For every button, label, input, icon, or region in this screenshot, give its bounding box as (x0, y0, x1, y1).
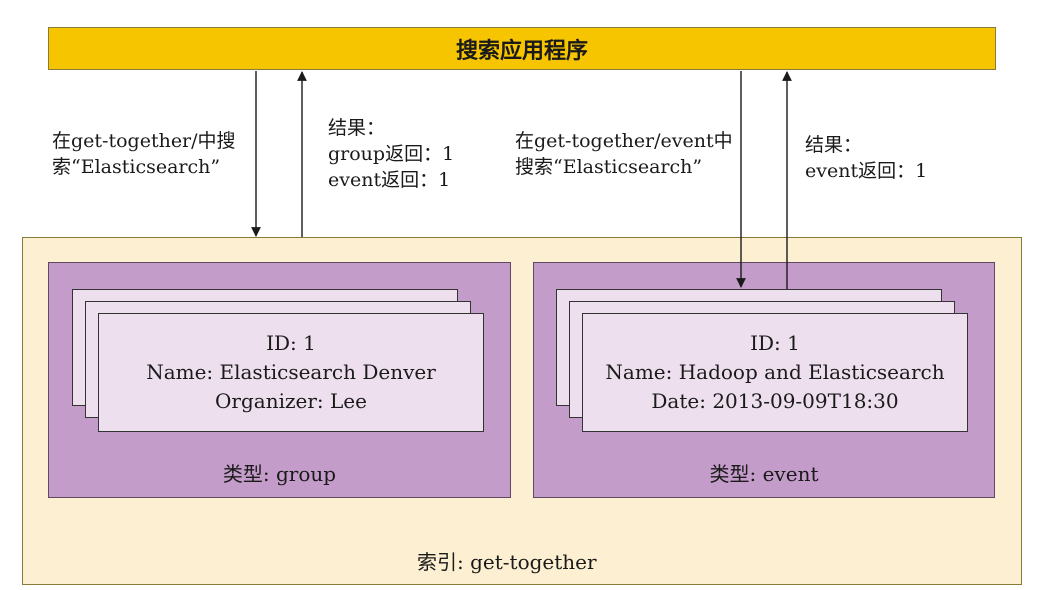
search-application-bar: 搜索应用程序 (48, 27, 996, 70)
left-request-line1: 在get-together/中搜 (52, 130, 236, 152)
group-document-card: ID: 1 Name: Elasticsearch Denver Organiz… (98, 313, 484, 432)
event-doc-date: Date: 2013-09-09T18:30 (651, 389, 899, 413)
right-result-title: 结果： (805, 134, 863, 156)
type-event-label: 类型: event (709, 462, 819, 486)
right-result-line1: event返回：1 (805, 160, 928, 182)
left-result-label: 结果： group返回：1 event返回：1 (328, 115, 454, 193)
group-doc-id: ID: 1 (266, 331, 316, 355)
left-result-line1: group返回：1 (328, 143, 455, 165)
index-label: 索引: get-together (417, 550, 597, 574)
event-document-card: ID: 1 Name: Hadoop and Elasticsearch Dat… (582, 313, 968, 432)
search-application-title: 搜索应用程序 (455, 38, 588, 64)
event-doc-id: ID: 1 (750, 331, 800, 355)
type-group-label: 类型: group (222, 462, 337, 486)
right-request-line2: 搜索“Elasticsearch” (515, 156, 703, 178)
group-doc-name: Name: Elasticsearch Denver (146, 360, 436, 384)
left-result-line2: event返回：1 (328, 169, 451, 191)
left-request-label: 在get-together/中搜 索“Elasticsearch” (52, 128, 236, 180)
left-request-line2: 索“Elasticsearch” (52, 156, 221, 178)
left-result-title: 结果： (328, 117, 386, 139)
right-request-line1: 在get-together/event中 (515, 130, 733, 152)
right-request-label: 在get-together/event中 搜索“Elasticsearch” (515, 128, 733, 180)
group-doc-organizer: Organizer: Lee (215, 389, 367, 413)
event-doc-name: Name: Hadoop and Elasticsearch (605, 360, 945, 384)
right-result-label: 结果： event返回：1 (805, 132, 927, 184)
